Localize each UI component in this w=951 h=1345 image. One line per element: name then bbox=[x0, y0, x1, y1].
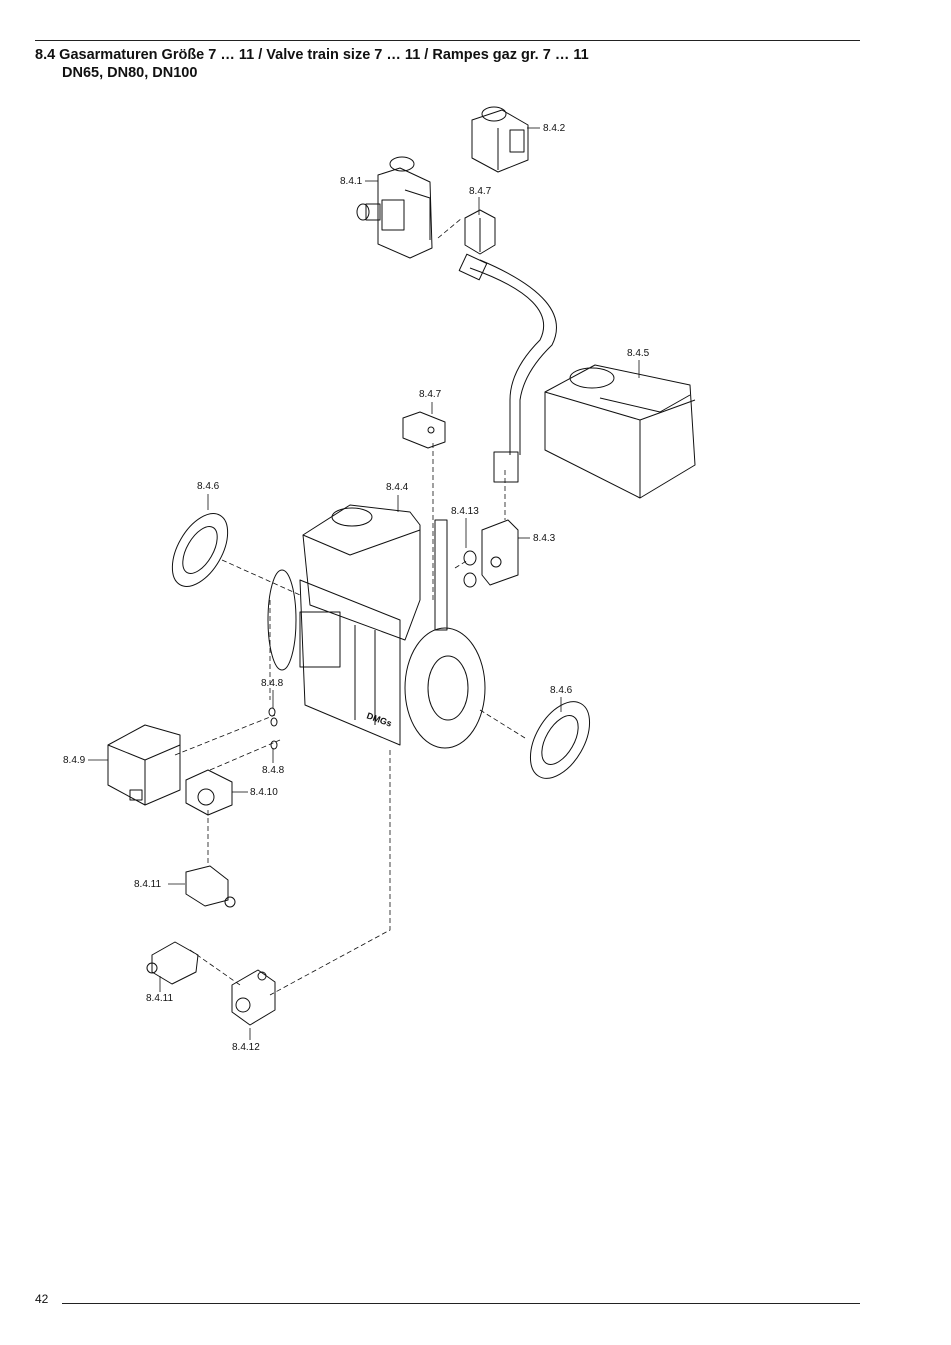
o-rings-848 bbox=[268, 707, 278, 750]
label-847-mid: 8.4.7 bbox=[419, 389, 442, 400]
title-line-2: DN65, DN80, DN100 bbox=[62, 65, 198, 81]
label-842: 8.4.2 bbox=[543, 123, 566, 134]
connector-8411-b bbox=[146, 941, 199, 985]
label-848-a: 8.4.8 bbox=[261, 678, 284, 689]
pilot-valve-841 bbox=[356, 156, 433, 259]
page-title: 8.4 Gasarmaturen Größe 7 … 11 / Valve tr… bbox=[35, 46, 589, 82]
leader-lines bbox=[88, 127, 640, 1040]
label-844: 8.4.4 bbox=[386, 482, 409, 493]
position-labels: 8.4.1 8.4.2 8.4.7 8.4.5 8.4.7 8.4.6 8.4.… bbox=[63, 123, 650, 1053]
label-843: 8.4.3 bbox=[533, 533, 556, 544]
connector-8411-a bbox=[185, 865, 236, 908]
label-846-left: 8.4.6 bbox=[197, 481, 220, 492]
label-848-b: 8.4.8 bbox=[262, 765, 285, 776]
cover-845 bbox=[544, 364, 696, 499]
valve-brand-label: DMGs bbox=[365, 710, 393, 728]
title-line-1: 8.4 Gasarmaturen Größe 7 … 11 / Valve tr… bbox=[35, 47, 589, 63]
label-847-top: 8.4.7 bbox=[469, 186, 492, 197]
o-rings-8413 bbox=[463, 550, 477, 588]
gasket-846-left bbox=[171, 513, 229, 587]
coil-842 bbox=[471, 106, 529, 173]
label-8411-a: 8.4.11 bbox=[134, 879, 161, 890]
main-valve-844 bbox=[267, 504, 486, 749]
label-8412: 8.4.12 bbox=[232, 1042, 260, 1053]
label-849: 8.4.9 bbox=[63, 755, 86, 766]
sensor-8412 bbox=[231, 969, 276, 1026]
top-rule bbox=[35, 40, 860, 41]
bottom-rule bbox=[62, 1303, 860, 1304]
label-8410: 8.4.10 bbox=[250, 787, 278, 798]
block-843 bbox=[481, 519, 519, 586]
page-number: 42 bbox=[35, 1292, 49, 1306]
sensor-8410 bbox=[185, 769, 233, 816]
plug-847-mid bbox=[402, 411, 446, 449]
actuator-849 bbox=[107, 724, 181, 806]
gas-hose bbox=[458, 253, 557, 483]
gasket-846-right bbox=[529, 701, 591, 779]
label-8411-b: 8.4.11 bbox=[146, 993, 173, 1004]
label-845: 8.4.5 bbox=[627, 348, 650, 359]
label-8413: 8.4.13 bbox=[451, 506, 479, 517]
label-846-right: 8.4.6 bbox=[550, 685, 573, 696]
label-841: 8.4.1 bbox=[340, 176, 363, 187]
plug-847-top bbox=[464, 209, 496, 255]
assembly-lines bbox=[174, 217, 526, 996]
